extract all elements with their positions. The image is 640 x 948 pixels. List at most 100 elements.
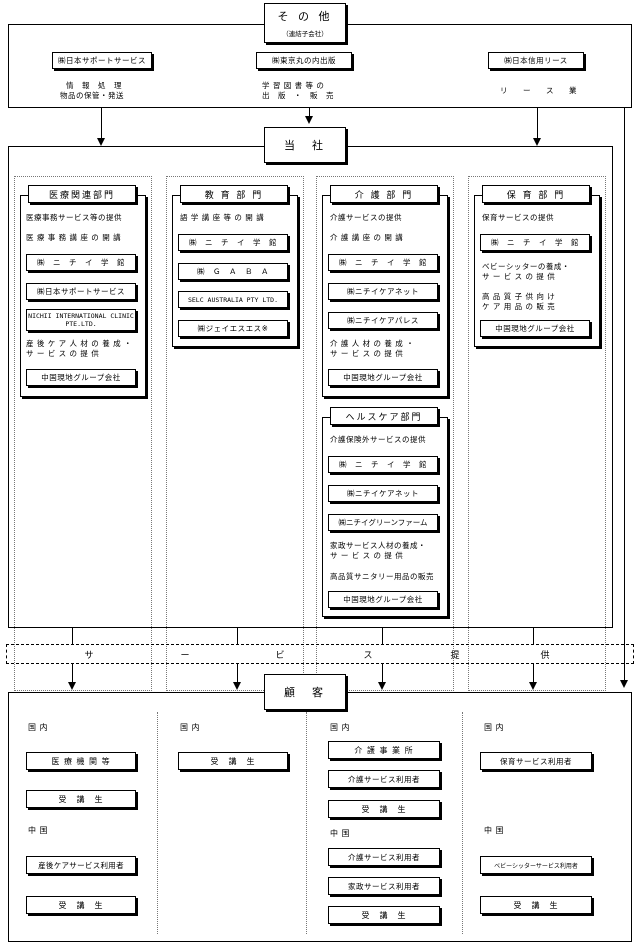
connector-line [382, 628, 383, 644]
care-company-carenet: ㈱ニチイケアネット [328, 283, 438, 300]
customer-item: 受 講 生 [178, 752, 288, 770]
customer-item: 受 講 生 [328, 906, 440, 924]
service-band [6, 644, 634, 664]
connector-line [72, 628, 73, 644]
care-service: 介護サービスの提供 [330, 213, 402, 222]
education-company-jss: ㈱ジェイエスエス※ [178, 320, 288, 337]
childcare-service: 保育サービスの提供 [482, 213, 554, 222]
customer-item: 産後ケアサービス利用者 [26, 856, 136, 874]
customer-item: 受 講 生 [26, 790, 136, 808]
education-company-gaba: ㈱ Ｇ Ａ Ｂ Ａ [178, 263, 288, 280]
customer-item: 医 療 機 関 等 [26, 752, 136, 770]
arrow-down [620, 680, 628, 688]
customer-region-label: 国 内 [28, 723, 49, 732]
connector-line [382, 664, 383, 682]
childcare-company-china: 中国現地グループ会社 [480, 320, 590, 337]
customer-item: 介護サービス利用者 [328, 848, 440, 866]
medical-company-china: 中国現地グループ会社 [26, 369, 136, 386]
arrow-down [233, 682, 241, 690]
healthcare-service: 家政サービス人材の養成・ [330, 541, 426, 550]
childcare-service: ベビーシッターの養成・ [482, 262, 570, 271]
others-title: そ の 他 [277, 10, 333, 23]
connector-line [624, 108, 625, 680]
customer-column-divider [462, 712, 463, 934]
customer-item: 保育サービス利用者 [480, 752, 592, 770]
customer-item: 受 講 生 [328, 800, 440, 818]
medical-service: 医 療 事 務 講 座 の 開 講 [26, 233, 122, 242]
arrow-down [378, 682, 386, 690]
connector-line [309, 108, 310, 118]
division-column-frame [166, 176, 304, 691]
division-column-frame [468, 176, 606, 691]
education-division-title: 教 育 部 門 [180, 185, 288, 203]
customer-item: 介 護 事 業 所 [328, 741, 440, 759]
others-desc-publishing-1: 学 習 図 書 等 の [262, 81, 325, 90]
others-company-publishing: ㈱東京丸の内出版 [256, 52, 352, 69]
others-desc-publishing-2: 出 版 ・ 販 売 [262, 91, 334, 100]
division-column-frame [316, 176, 454, 691]
customer-column-divider [306, 712, 307, 934]
connector-line [533, 664, 534, 682]
service-band-char: 供 [540, 650, 552, 661]
customer-region-label: 中 国 [28, 826, 49, 835]
others-desc-lease: リ ー ス 業 [500, 86, 581, 95]
medical-division-title: 医療関連部門 [28, 185, 136, 203]
customer-region-label: 中 国 [484, 826, 505, 835]
education-company-nichii: ㈱ ニ チ イ 学 館 [178, 234, 288, 251]
customer-region-label: 国 内 [180, 723, 201, 732]
service-band-char: ス [363, 650, 375, 661]
arrow-down [97, 138, 105, 146]
customer-item: 介護サービス利用者 [328, 770, 440, 788]
customer-item: 受 講 生 [26, 896, 136, 914]
others-desc-support-1: 情 報 処 理 [66, 81, 122, 90]
care-company-nichii: ㈱ ニ チ イ 学 館 [328, 254, 438, 271]
customer-region-label: 中 国 [330, 829, 351, 838]
medical-company-clinic: NICHII INTERNATIONAL CLINIC PTE.LTD. [26, 309, 136, 331]
healthcare-company-carenet: ㈱ニチイケアネット [328, 485, 438, 502]
connector-line [537, 108, 538, 140]
education-service: 語 学 講 座 等 の 開 講 [180, 213, 265, 222]
childcare-company-nichii: ㈱ ニ チ イ 学 館 [480, 234, 590, 251]
care-service: サ ー ビ ス の 提 供 [330, 349, 404, 358]
healthcare-service: 高品質サニタリー用品の販売 [330, 572, 434, 581]
customer-item: 家政サービス利用者 [328, 877, 440, 895]
service-band-char: ビ [275, 650, 287, 661]
arrow-down [68, 682, 76, 690]
others-desc-support-2: 物品の保管・発送 [60, 91, 124, 100]
care-division-title: 介 護 部 門 [330, 185, 438, 203]
healthcare-company-greenfarm: ㈱ニチイグリーンファーム [328, 514, 438, 531]
childcare-service: サ ー ビ ス の 提 供 [482, 272, 556, 281]
service-band-char: ー [180, 650, 192, 661]
care-service: 介 護 人 材 の 養 成 ・ [330, 339, 415, 348]
service-band-char: サ [84, 650, 96, 661]
medical-company-support: ㈱日本サポートサービス [26, 283, 136, 300]
customers-title: 顧 客 [264, 674, 346, 710]
arrow-down [529, 682, 537, 690]
others-subtitle: （連結子会社） [282, 30, 328, 38]
connector-line [533, 628, 534, 644]
medical-service: 産 後 ケ ア 人 材 の 養 成 ・ [26, 339, 132, 348]
customer-item: ベビーシッターサービス利用者 [480, 856, 592, 874]
customer-region-label: 国 内 [330, 723, 351, 732]
connector-line [237, 628, 238, 644]
healthcare-service: 介護保険外サービスの提供 [330, 435, 426, 444]
healthcare-service: サ ー ビ ス の 提 供 [330, 551, 404, 560]
customer-item: 受 講 生 [480, 896, 592, 914]
service-band-char: 提 [450, 650, 462, 661]
arrow-down [305, 116, 313, 124]
arrow-down [533, 138, 541, 146]
connector-line [101, 108, 102, 140]
childcare-division-title: 保 育 部 門 [482, 185, 590, 203]
medical-service: 医療事務サービス等の提供 [26, 213, 122, 222]
care-company-china: 中国現地グループ会社 [328, 369, 438, 386]
connector-line [237, 664, 238, 682]
education-company-selc: SELC AUSTRALIA PTY LTD. [178, 291, 288, 308]
medical-service: サ ー ビ ス の 提 供 [26, 349, 100, 358]
connector-line [72, 664, 73, 682]
customer-column-divider [157, 712, 158, 934]
healthcare-division-title: ヘルスケア部門 [330, 407, 438, 425]
healthcare-company-china: 中国現地グループ会社 [328, 591, 438, 608]
childcare-service: 高 品 質 子 供 向 け [482, 292, 556, 301]
childcare-service: ケ ア 用 品 の 販 売 [482, 302, 556, 311]
division-column-frame [14, 176, 152, 691]
